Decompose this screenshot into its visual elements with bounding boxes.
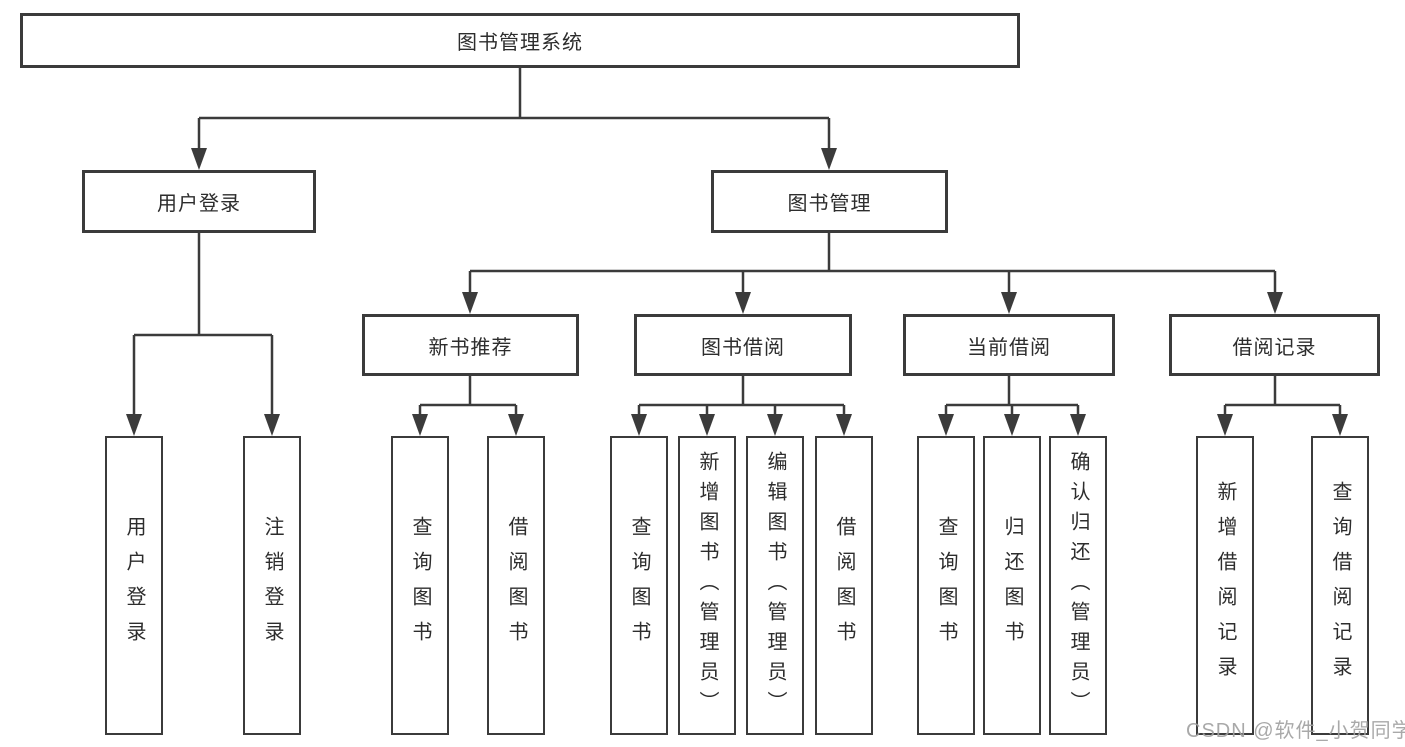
csdn-watermark: CSDN @软件_小贺同学: [1186, 720, 1405, 742]
leaf-query-books-borrowing: 查询图书: [610, 436, 668, 735]
leaf-label: 确认归还（管理员）: [1067, 450, 1089, 721]
node-label: 借阅记录: [1232, 336, 1317, 359]
node-user-login: 用户登录: [82, 170, 316, 233]
leaf-label: 查询图书: [628, 515, 650, 656]
leaf-confirm-return-admin: 确认归还（管理员）: [1049, 436, 1107, 735]
node-book-management: 图书管理: [711, 170, 948, 233]
leaf-logout: 注销登录: [243, 436, 301, 735]
leaf-label: 注销登录: [261, 515, 283, 656]
node-book-borrowing: 图书借阅: [634, 314, 852, 376]
leaf-add-books-admin: 新增图书（管理员）: [678, 436, 736, 735]
leaf-label: 借阅图书: [833, 515, 855, 656]
node-borrowing-records: 借阅记录: [1169, 314, 1380, 376]
node-new-book-recommendation: 新书推荐: [362, 314, 579, 376]
leaf-edit-books-admin: 编辑图书（管理员）: [746, 436, 804, 735]
node-label: 图书借阅: [701, 336, 785, 359]
leaf-user-login: 用户登录: [105, 436, 163, 735]
leaf-label: 查询图书: [409, 515, 431, 656]
leaf-label: 查询图书: [935, 515, 957, 656]
node-label: 用户登录: [157, 193, 241, 215]
leaf-query-books-current: 查询图书: [917, 436, 975, 735]
leaf-label: 用户登录: [123, 515, 145, 656]
node-label: 图书管理系统: [457, 32, 583, 54]
leaf-borrow-books-recommend: 借阅图书: [487, 436, 545, 735]
node-label: 新书推荐: [428, 336, 513, 359]
leaf-borrow-books: 借阅图书: [815, 436, 873, 735]
leaf-return-books: 归还图书: [983, 436, 1041, 735]
leaf-query-borrow-record: 查询借阅记录: [1311, 436, 1369, 735]
arrowheads: [126, 148, 1348, 436]
leaf-label: 编辑图书（管理员）: [764, 450, 786, 721]
leaf-label: 新增图书（管理员）: [696, 450, 718, 721]
leaf-label: 查询借阅记录: [1329, 480, 1351, 691]
leaf-add-borrow-record: 新增借阅记录: [1196, 436, 1254, 735]
leaf-label: 归还图书: [1001, 515, 1023, 656]
node-library-management-system: 图书管理系统: [20, 13, 1020, 68]
leaf-label: 借阅图书: [505, 515, 527, 656]
node-current-borrowing: 当前借阅: [903, 314, 1115, 376]
node-label: 当前借阅: [967, 336, 1051, 359]
leaf-label: 新增借阅记录: [1214, 480, 1236, 691]
node-label: 图书管理: [787, 193, 872, 215]
leaf-query-books-recommend: 查询图书: [391, 436, 449, 735]
